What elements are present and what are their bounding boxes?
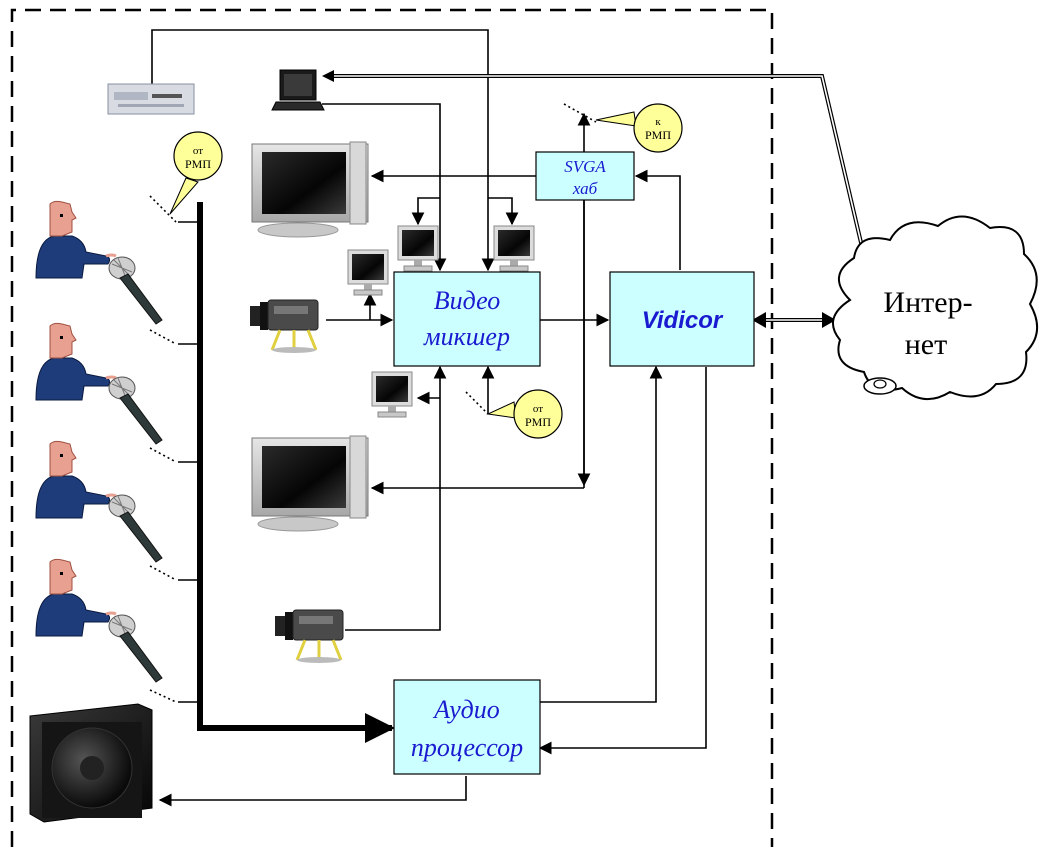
video-mixer-label-2: микшер xyxy=(423,322,510,351)
microphone-icon xyxy=(108,494,163,563)
speaker-person-icon xyxy=(34,321,118,402)
rmp-dotted-lines xyxy=(149,103,597,703)
svga-hub-label-1: SVGA xyxy=(564,157,606,176)
internet-cloud: Интер- нет xyxy=(831,215,1038,400)
to-rmp-label-2: РМП xyxy=(645,128,671,142)
subwoofer-icon xyxy=(29,703,153,823)
plasma-tv-icon xyxy=(251,435,369,532)
audio-bus xyxy=(197,202,390,731)
vcr-icon xyxy=(107,83,195,115)
monitor-icon xyxy=(493,225,535,272)
vidicor-label: Vidicor xyxy=(642,307,724,334)
plasma-tv-icon xyxy=(251,141,369,238)
to-rmp-label-1: к xyxy=(655,116,661,128)
studio-boundary xyxy=(10,8,774,847)
internet-label-2: нет xyxy=(905,328,947,361)
video-mixer-label-1: Видео xyxy=(434,286,501,315)
laptop-icon xyxy=(271,69,325,111)
microphone-icon xyxy=(108,614,163,683)
internet-links xyxy=(322,70,870,328)
internet-label-1: Интер- xyxy=(883,286,972,319)
audio-processor-label-1: Аудио xyxy=(432,695,500,724)
svga-hub-box: SVGA хаб xyxy=(535,151,635,201)
video-camera-icon xyxy=(273,608,345,665)
from-rmp-label-1: от xyxy=(193,145,203,157)
video-camera-icon xyxy=(248,298,320,355)
svga-hub-label-2: хаб xyxy=(572,179,598,198)
from-rmp-bubble: от РМП xyxy=(169,131,223,215)
from-rmp-label-1: от xyxy=(533,403,543,415)
microphone-icon xyxy=(108,256,163,325)
from-rmp-bubble-2: от РМП xyxy=(486,389,563,439)
audio-processor-box: Аудио процессор xyxy=(393,679,541,775)
monitor-icon xyxy=(371,371,413,418)
to-rmp-bubble: к РМП xyxy=(595,103,683,153)
speaker-person-icon xyxy=(34,439,118,520)
monitor-icon xyxy=(397,225,439,272)
video-mixer-box: Видео микшер xyxy=(393,271,541,367)
speaker-person-icon xyxy=(34,199,118,280)
monitor-icon xyxy=(347,249,389,296)
speaker-person-icon xyxy=(34,557,118,638)
from-rmp-label-2: РМП xyxy=(185,157,211,171)
microphone-icon xyxy=(108,376,163,445)
audio-processor-label-2: процессор xyxy=(411,733,523,762)
from-rmp-label-2: РМП xyxy=(525,415,551,429)
vidicor-box: Vidicor xyxy=(609,271,755,367)
connections xyxy=(151,29,707,807)
